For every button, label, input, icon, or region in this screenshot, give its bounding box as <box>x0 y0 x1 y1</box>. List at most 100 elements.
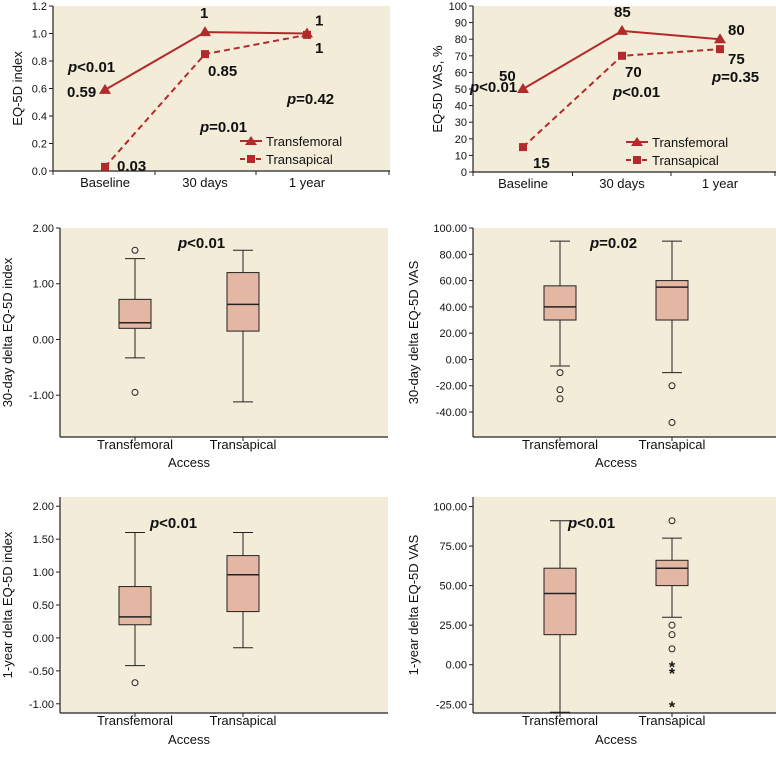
data-label: 70 <box>625 64 642 81</box>
legend-triangle-icon <box>245 136 257 145</box>
outlier-point <box>668 419 676 427</box>
data-point-square <box>519 143 527 152</box>
data-label: 1 <box>315 40 323 57</box>
y-tick-label: 100.00 <box>433 501 467 513</box>
p-value-label: p=0.42 <box>286 91 334 108</box>
x-tick-label: Transapical <box>210 713 277 728</box>
box-transfemoral <box>118 246 152 396</box>
data-label: 1 <box>315 13 323 30</box>
data-point-square <box>618 51 626 60</box>
y-tick-label: 100 <box>449 1 467 13</box>
y-tick-label: 2.00 <box>33 501 54 513</box>
p-value-label: p=0.35 <box>711 69 759 86</box>
y-tick-label: 70 <box>455 51 467 63</box>
p-value-label: p=0.02 <box>589 235 637 252</box>
plot-background <box>473 497 776 713</box>
y-axis-label: 30-day delta EQ-5D index <box>0 257 15 407</box>
y-tick-label: 1.50 <box>33 534 54 546</box>
y-tick-label: 0.50 <box>33 600 54 612</box>
outlier-point <box>131 679 139 687</box>
y-tick-label: 25.00 <box>439 620 467 632</box>
x-tick-label: Baseline <box>498 176 548 191</box>
y-tick-label: 20 <box>455 134 467 146</box>
y-tick-label: -0.50 <box>29 666 54 678</box>
outlier-point <box>556 395 564 403</box>
data-label: 0.85 <box>208 63 237 80</box>
data-point-square <box>201 50 209 59</box>
data-point-square <box>303 30 311 39</box>
outlier-point <box>668 621 676 629</box>
outlier-point <box>668 631 676 639</box>
x-tick-label: Transfemoral <box>97 437 173 452</box>
p-value-label: p<0.01 <box>67 59 115 76</box>
x-tick-label: Transapical <box>639 437 706 452</box>
data-label: 1 <box>200 5 208 22</box>
y-tick-label: 75.00 <box>439 541 467 553</box>
outlier-point <box>131 246 139 254</box>
outlier-point <box>668 645 676 653</box>
y-tick-label: 60.00 <box>439 276 467 288</box>
y-tick-label: 0.00 <box>33 334 54 346</box>
outlier-point <box>668 517 676 525</box>
y-tick-label: 30 <box>455 117 467 129</box>
x-axis-label: Access <box>595 455 637 470</box>
p-value-label: p<0.01 <box>149 515 197 532</box>
legend-label: Transfemoral <box>266 134 342 149</box>
iqr-box <box>543 285 577 321</box>
outlier-point <box>556 369 564 377</box>
x-axis-label: Access <box>168 455 210 470</box>
iqr-box <box>655 559 689 587</box>
y-tick-label: 100.00 <box>433 223 467 235</box>
y-tick-label: 0.00 <box>33 633 54 645</box>
y-tick-label: 1.00 <box>33 279 54 291</box>
outlier-point <box>131 388 139 396</box>
legend-label: Transfemoral <box>652 135 728 150</box>
data-label: 80 <box>728 22 745 39</box>
y-tick-label: 80.00 <box>439 249 467 261</box>
y-tick-label: -40.00 <box>436 407 467 419</box>
legend-square-icon <box>633 156 641 164</box>
y-axis-label: EQ-5D VAS, % <box>430 45 445 133</box>
y-tick-label: 0.0 <box>32 166 47 178</box>
y-tick-label: 0.4 <box>32 111 47 123</box>
outlier-point <box>668 382 676 390</box>
y-tick-label: -1.00 <box>29 390 54 402</box>
iqr-box <box>118 586 152 626</box>
y-tick-label: 0.2 <box>32 139 47 151</box>
extreme-outlier-star: * <box>669 660 676 677</box>
chart-panel-3: -1.00 0.00 1.00 2.00 30-day delta EQ-5D inde… <box>0 223 388 470</box>
chart-panel-5: -1.00-0.500.000.501.001.502.001-year del… <box>0 497 388 747</box>
data-point-square <box>101 162 109 171</box>
y-tick-label: 80 <box>455 34 467 46</box>
y-tick-label: 0.6 <box>32 84 47 96</box>
x-tick-label: 30 days <box>182 175 228 190</box>
y-axis-label: 1-year delta EQ-5D index <box>0 531 15 678</box>
extreme-outlier-star: * <box>669 699 676 716</box>
p-value-label: p=0.01 <box>199 119 247 136</box>
x-tick-label: Transfemoral <box>522 713 598 728</box>
y-tick-label: -1.00 <box>29 699 54 711</box>
chart-panel-1: 0.00.20.40.60.81.01.2EQ-5D indexBaseline… <box>10 1 390 190</box>
y-axis-label: 30-day delta EQ-5D VAS <box>406 260 421 404</box>
box-transfemoral <box>543 520 577 713</box>
box-transfemoral <box>118 532 152 687</box>
y-tick-label: 90 <box>455 18 467 30</box>
data-point-triangle <box>199 26 211 37</box>
iqr-box <box>226 555 260 613</box>
p-value-label: p<0.01 <box>612 84 660 101</box>
data-label: 50 <box>499 68 516 85</box>
box-transapical <box>226 532 260 649</box>
box-transapical <box>655 240 689 427</box>
plot-background <box>60 497 388 713</box>
y-tick-label: 2.00 <box>33 223 54 235</box>
y-tick-label: 50 <box>455 84 467 96</box>
x-tick-label: 30 days <box>599 176 645 191</box>
x-tick-label: Transapical <box>639 713 706 728</box>
plot-background <box>60 228 388 437</box>
x-tick-label: 1 year <box>289 175 326 190</box>
data-label: 85 <box>614 4 631 21</box>
box-transapical <box>226 249 260 403</box>
